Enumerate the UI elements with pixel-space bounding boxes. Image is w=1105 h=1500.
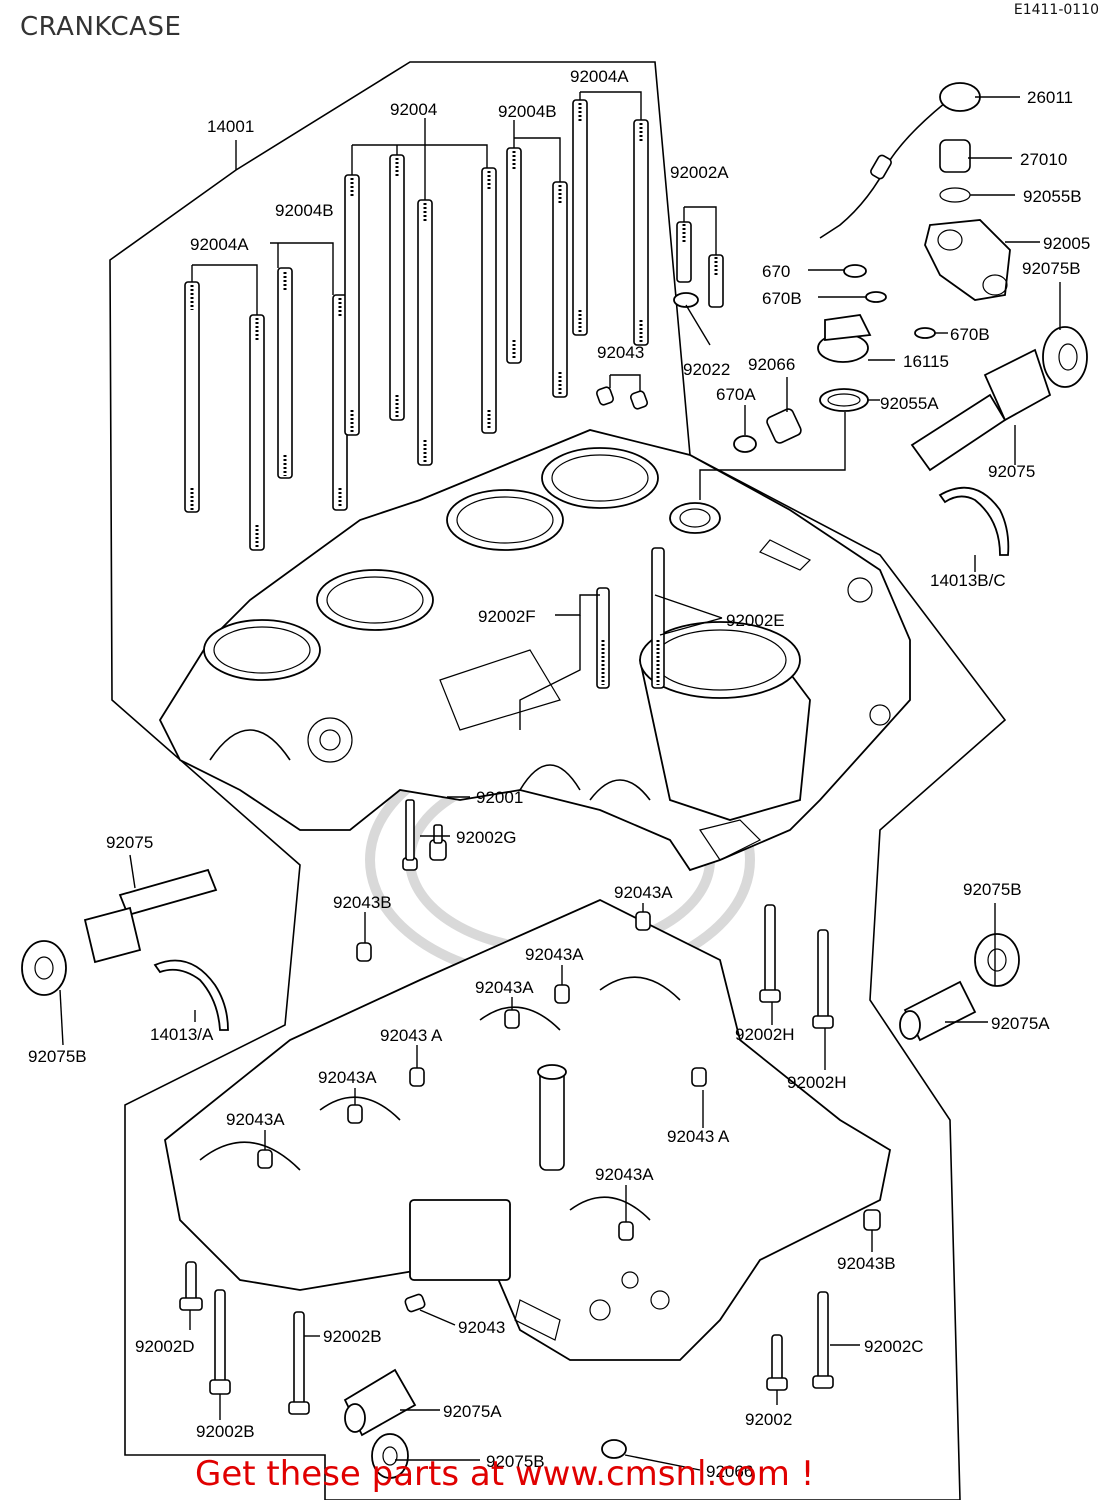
shaft-92075-right [910,326,1088,472]
callout-92004b-top: 92004B [498,102,557,121]
callout-92043b-left: 92043B [333,893,392,912]
bolts-92002f-e [596,547,665,689]
callout-92075b-left: 92075B [28,1047,87,1066]
plug-92066 [733,408,802,453]
callout-92075b-bottom: 92075B [486,1452,545,1471]
callout-92043a-5: 92043A [318,1068,377,1087]
callout-92075-left: 92075 [106,833,153,852]
callout-92002d: 92002D [135,1337,195,1356]
bottom-bolts [179,1261,834,1415]
callout-14013bc: 14013B/C [930,571,1006,590]
callout-670: 670 [762,262,790,281]
callout-92004: 92004 [390,100,437,119]
callout-92055a: 92055A [880,394,939,413]
callout-92075b-right: 92075B [963,880,1022,899]
diagram-code: E1411-0110 [1013,2,1099,18]
callout-92043a-8: 92043A [595,1165,654,1184]
callout-92043-top: 92043 [597,343,644,362]
callout-92002h-1: 92002H [735,1025,795,1044]
callout-26011: 26011 [1027,88,1073,107]
shaft-92075-left [21,868,229,1031]
callout-92001: 92001 [476,788,523,807]
callout-92055b: 92055B [1023,187,1082,206]
seal-14013bc [938,486,1010,556]
bolts-92002h [759,904,834,1029]
callout-92075a-right: 92075A [991,1014,1050,1033]
bolts-92001-92002g [402,799,447,871]
callout-92043-bottom: 92043 [458,1318,505,1337]
bottom-rotor-parts [343,1368,627,1479]
page-title: CRANKCASE [20,12,182,42]
oil-pressure-switch-group [819,82,1011,339]
callout-670a: 670A [716,385,756,404]
callout-92075a-bottom: 92075A [443,1402,502,1421]
callout-92043b-right: 92043B [837,1254,896,1273]
callout-92022: 92022 [683,360,730,379]
lower-crankcase [164,899,892,1361]
cylinder-studs [184,99,649,551]
callout-92002b-1: 92002B [323,1327,382,1346]
dowels-top [596,386,648,410]
callout-92002f: 92002F [478,607,536,626]
callout-92075b-top: 92075B [1022,259,1081,278]
callout-92002a: 92002A [670,163,729,182]
callout-92066: 92066 [748,355,795,374]
callout-92043a-6: 92043A [226,1110,285,1129]
callout-92002h-2: 92002H [787,1073,847,1092]
callout-92005: 92005 [1043,234,1090,253]
callout-14013a: 14013/A [150,1025,214,1044]
callout-92002: 92002 [745,1410,792,1429]
callout-92004a-left: 92004A [190,235,249,254]
oil-filler-cap [817,314,872,412]
callout-27010: 27010 [1020,150,1067,169]
callout-92075-right: 92075 [988,462,1035,481]
callout-92002b-2: 92002B [196,1422,255,1441]
callout-92043a-3: 92043A [475,978,534,997]
right-rotor-parts [899,933,1020,1042]
callout-92043a-2: 92043A [525,945,584,964]
callout-92043a-1: 92043A [614,883,673,902]
callout-670b-b: 670B [950,325,990,344]
callout-16115: 16115 [903,352,949,371]
callout-670b-a: 670B [762,289,802,308]
leader-lines [59,91,1061,1471]
callout-92002e: 92002E [726,611,785,630]
part-callouts: 14001 92004 92004A 92004B 92004B 92004A … [28,67,1090,1481]
callout-92043a-7: 92043 A [667,1127,730,1146]
callout-92004a-top: 92004A [570,67,629,86]
callout-92043a-4: 92043 A [380,1026,443,1045]
callout-92002g: 92002G [456,828,517,847]
callout-92066-bottom: 92066 [706,1462,753,1481]
callout-14001: 14001 [207,117,254,136]
callout-92002c: 92002C [864,1337,924,1356]
callout-92004b-left: 92004B [275,201,334,220]
upper-crankcase [158,429,911,872]
get-parts-link[interactable]: Get these parts at www.cmsnl.com ! [195,1454,815,1494]
